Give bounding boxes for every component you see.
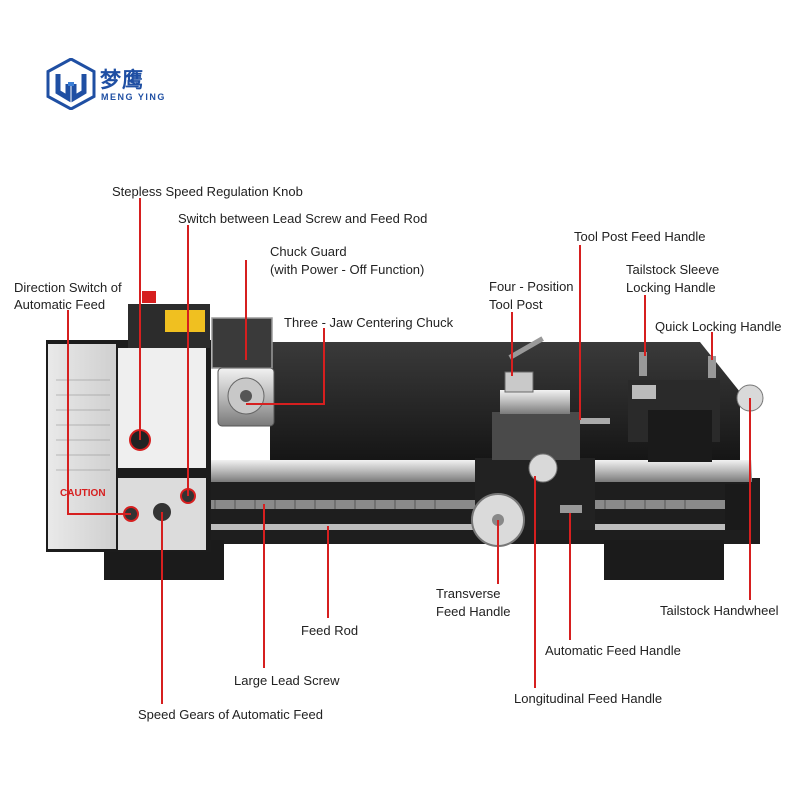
caution-label: CAUTION	[60, 488, 106, 499]
label-four-position-1: Four - Position	[489, 279, 574, 294]
tailstock-body	[648, 410, 712, 462]
label-feed-rod: Feed Rod	[301, 623, 359, 638]
line-three-jaw-chuck	[246, 328, 325, 405]
compound-slide	[500, 390, 570, 414]
label-four-position-2: Tool Post	[489, 297, 543, 312]
label-three-jaw-chuck: Three - Jaw Centering Chuck	[284, 315, 454, 330]
sleeve-lock-handle-shaft	[639, 352, 647, 376]
label-chuck-guard-2: (with Power - Off Function)	[270, 262, 425, 277]
emergency-stop	[142, 291, 156, 303]
label-chuck-guard-1: Chuck Guard	[270, 244, 347, 259]
label-quick-locking-handle: Quick Locking Handle	[655, 319, 782, 334]
brand-logo	[46, 58, 96, 110]
label-switch-lead-feed: Switch between Lead Screw and Feed Rod	[178, 211, 428, 226]
label-transverse-1: Transverse	[436, 586, 501, 601]
chuck-guard	[211, 317, 273, 369]
tailstock-quill	[632, 385, 656, 399]
tool-post-handle	[508, 336, 544, 360]
label-large-lead-screw: Large Lead Screw	[234, 673, 340, 688]
automatic-feed-lever	[560, 505, 582, 513]
brand-name-en: MENG YING	[101, 92, 166, 102]
cross-slide	[492, 412, 580, 460]
feed-rod	[205, 524, 735, 530]
apron-handwheel-small	[528, 453, 558, 483]
bed-end-cap	[725, 484, 751, 530]
label-direction-switch-2: Automatic Feed	[14, 297, 106, 312]
control-panel	[118, 348, 206, 468]
label-speed-gears: Speed Gears of Automatic Feed	[138, 707, 323, 722]
label-transverse-2: Feed Handle	[436, 604, 511, 619]
label-tailstock-handwheel: Tailstock Handwheel	[660, 603, 779, 618]
quick-lock-handle-shaft	[708, 356, 716, 378]
line-direction-switch	[67, 310, 131, 515]
lead-screw	[205, 500, 735, 509]
brand-name-cn: 梦鹰	[100, 68, 144, 92]
tailstock-leg	[604, 540, 724, 580]
label-longitudinal-feed-handle: Longitudinal Feed Handle	[514, 691, 663, 706]
callout-lines	[67, 198, 751, 704]
four-position-tool-post	[504, 371, 534, 393]
label-tool-post-feed-handle: Tool Post Feed Handle	[574, 229, 706, 244]
label-automatic-feed-handle: Automatic Feed Handle	[545, 643, 681, 658]
headstock-info-panel	[48, 344, 116, 549]
label-stepless-speed-knob: Stepless Speed Regulation Knob	[112, 184, 303, 199]
speed-control-box	[165, 310, 205, 332]
label-tailstock-sleeve-2: Locking Handle	[626, 280, 716, 295]
tool-post-feed-lever	[580, 418, 610, 424]
label-tailstock-sleeve-1: Tailstock Sleeve	[626, 262, 720, 277]
label-direction-switch-1: Direction Switch of	[14, 280, 122, 295]
